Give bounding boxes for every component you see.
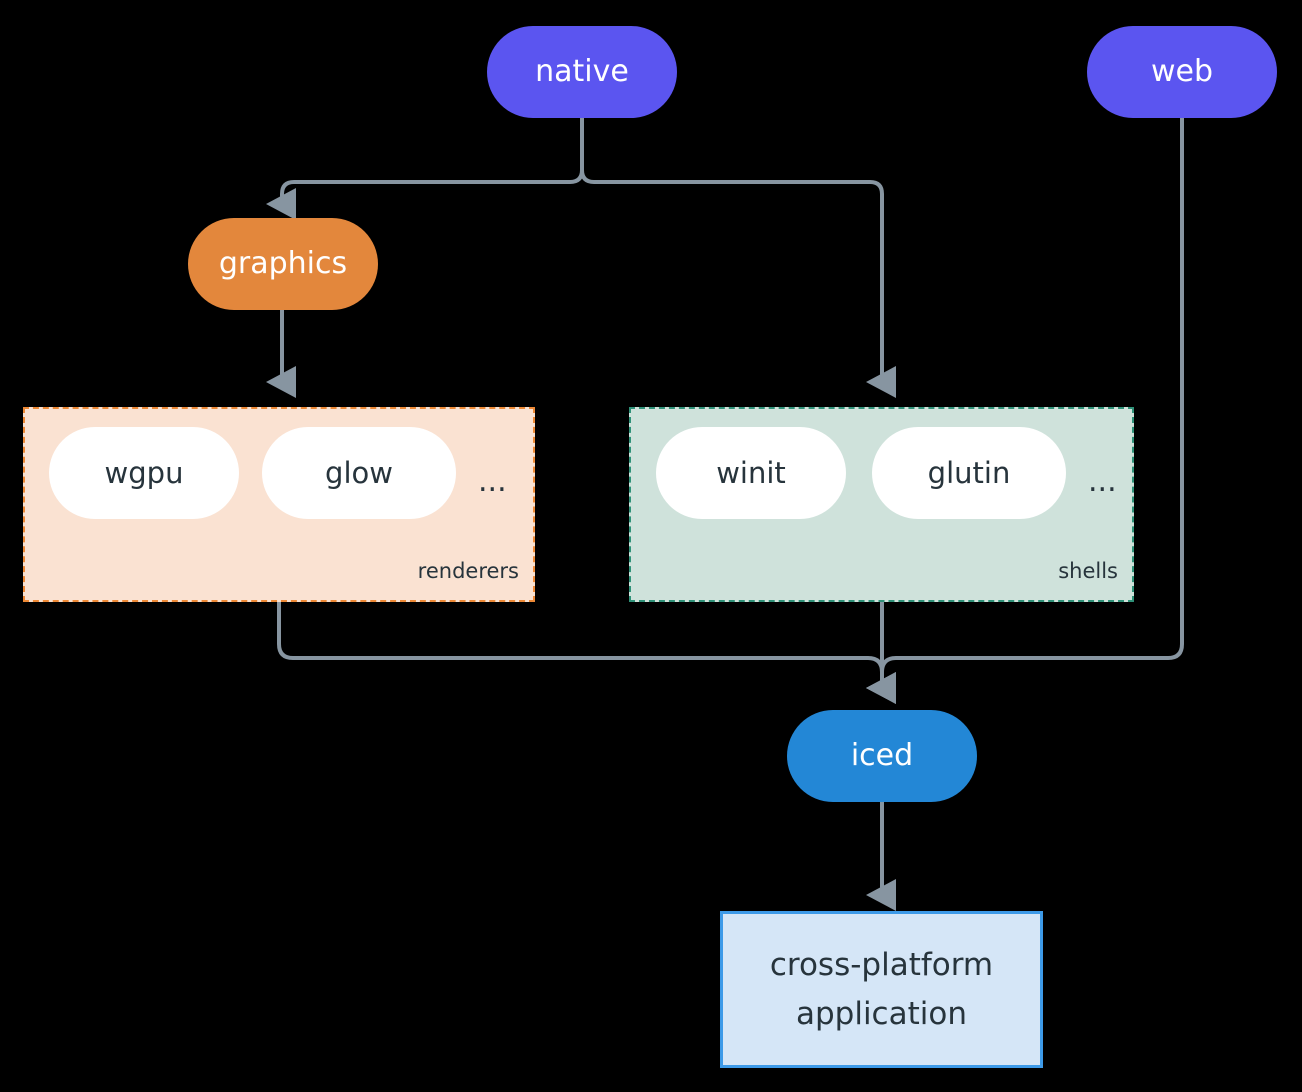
edge-native-to-shells xyxy=(580,116,896,398)
edge-renderers-to-iced xyxy=(277,600,896,704)
cluster-item-glutin[interactable]: glutin xyxy=(872,427,1066,519)
node-application[interactable]: cross-platform application xyxy=(720,911,1043,1068)
node-iced-label: iced xyxy=(850,738,914,774)
cluster-shells: winit glutin ... shells xyxy=(629,407,1134,602)
node-iced[interactable]: iced xyxy=(787,710,977,802)
cluster-item-wgpu-label: wgpu xyxy=(104,456,184,490)
cluster-item-glow[interactable]: glow xyxy=(262,427,456,519)
node-graphics[interactable]: graphics xyxy=(188,218,378,310)
node-application-label-line2: application xyxy=(795,995,967,1032)
cluster-renderers: wgpu glow ... renderers xyxy=(23,407,535,602)
cluster-item-wgpu[interactable]: wgpu xyxy=(49,427,239,519)
cluster-item-glutin-label: glutin xyxy=(927,456,1011,490)
node-native-label: native xyxy=(535,54,629,90)
cluster-item-glow-label: glow xyxy=(325,456,393,490)
edge-web-to-iced xyxy=(866,116,1184,704)
cluster-renderers-overflow: ... xyxy=(478,464,507,499)
cluster-item-winit[interactable]: winit xyxy=(656,427,846,519)
cluster-renderers-label: renderers xyxy=(417,559,519,583)
cluster-shells-overflow: ... xyxy=(1088,464,1117,499)
cluster-item-winit-label: winit xyxy=(716,456,786,490)
node-web-label: web xyxy=(1150,54,1214,90)
node-application-label-line1: cross-platform xyxy=(769,947,994,984)
node-graphics-label: graphics xyxy=(218,246,348,282)
edge-native-to-graphics xyxy=(266,116,584,220)
node-web[interactable]: web xyxy=(1087,26,1277,118)
node-native[interactable]: native xyxy=(487,26,677,118)
cluster-shells-label: shells xyxy=(1058,559,1118,583)
